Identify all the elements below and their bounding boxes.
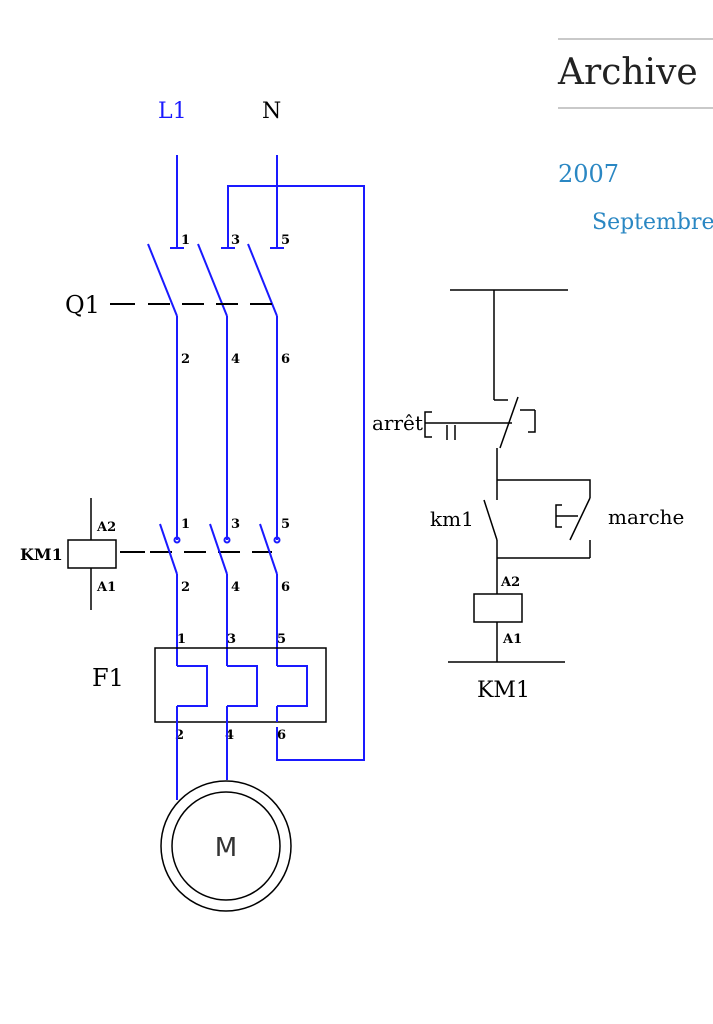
q1-terminal-1: 1 xyxy=(181,233,190,248)
overload-relay-label: F1 xyxy=(92,664,124,692)
f1-thermal-element-3 xyxy=(277,665,308,707)
wire-return-loop xyxy=(227,185,365,761)
coil-symbol xyxy=(473,593,523,623)
q1-pole-2 xyxy=(197,243,228,317)
archive-widget: Archive 2007 Septembre xyxy=(558,38,713,235)
control-coil-km1: A2 A1 KM1 xyxy=(473,575,530,703)
motor-label: M xyxy=(215,833,237,863)
archive-bottom-rule xyxy=(558,107,713,109)
hold-contact-label: km1 xyxy=(430,507,474,531)
contactor-km1: KM1 A2 A1 1 3 5 2 4 6 xyxy=(20,498,290,610)
km1-pole-1 xyxy=(159,523,178,575)
f1-terminal-1: 1 xyxy=(177,632,186,647)
power-circuit: L1 N Q1 1 3 5 2 4 6 xyxy=(20,99,365,912)
f1-enclosure xyxy=(154,647,327,723)
km1-terminal-2: 2 xyxy=(181,580,190,595)
coil-label: KM1 xyxy=(477,678,530,703)
f1-terminal-4: 4 xyxy=(225,728,234,743)
f1-terminal-5: 5 xyxy=(277,632,286,647)
km1-pole-3 xyxy=(259,523,278,575)
km1-coil-a2: A2 xyxy=(96,520,116,535)
start-button: marche xyxy=(555,497,684,558)
breaker-label: Q1 xyxy=(65,291,100,319)
motor-inner-ring xyxy=(171,791,281,901)
archive-top-rule xyxy=(558,38,713,40)
q1-terminal-3: 3 xyxy=(231,233,240,248)
km1-terminal-5: 5 xyxy=(281,517,290,532)
overload-relay-f1: F1 1 3 5 2 4 6 xyxy=(92,632,327,743)
motor: M xyxy=(160,780,292,912)
motor-outer-ring xyxy=(160,780,292,912)
supply-neutral-label: N xyxy=(262,99,281,124)
contactor-label: KM1 xyxy=(20,545,63,564)
stop-button-label: arrêt xyxy=(372,411,423,435)
f1-terminal-2: 2 xyxy=(175,728,184,743)
stop-button: arrêt xyxy=(372,396,536,449)
q1-pole-3 xyxy=(247,243,278,317)
f1-terminal-3: 3 xyxy=(227,632,236,647)
f1-thermal-element-1 xyxy=(177,665,208,707)
start-button-label: marche xyxy=(608,505,684,529)
km1-coil-a1: A1 xyxy=(96,580,116,595)
km1-terminal-4: 4 xyxy=(231,580,240,595)
coil-terminal-a1: A1 xyxy=(502,632,522,647)
f1-thermal-element-2 xyxy=(227,665,258,707)
hold-contact-km1: km1 xyxy=(430,480,498,558)
archive-month-link[interactable]: Septembre xyxy=(592,210,713,235)
q1-terminal-2: 2 xyxy=(181,352,190,367)
breaker-q1: Q1 1 3 5 2 4 6 xyxy=(65,233,290,367)
q1-pole-1 xyxy=(147,243,178,317)
q1-terminal-5: 5 xyxy=(281,233,290,248)
archive-heading: Archive xyxy=(558,52,698,93)
q1-terminal-6: 6 xyxy=(281,352,290,367)
km1-coil xyxy=(67,539,117,569)
coil-terminal-a2: A2 xyxy=(500,575,520,590)
km1-terminal-3: 3 xyxy=(231,517,240,532)
supply-line-label: L1 xyxy=(158,99,187,124)
start-branch-top xyxy=(497,479,591,498)
archive-year-link[interactable]: 2007 xyxy=(558,160,620,188)
q1-terminal-4: 4 xyxy=(231,352,240,367)
km1-terminal-1: 1 xyxy=(181,517,190,532)
control-circuit: arrêt km1 marche A2 A1 KM1 xyxy=(372,289,684,703)
km1-terminal-6: 6 xyxy=(281,580,290,595)
f1-terminal-6: 6 xyxy=(277,728,286,743)
km1-pole-2 xyxy=(209,523,228,575)
